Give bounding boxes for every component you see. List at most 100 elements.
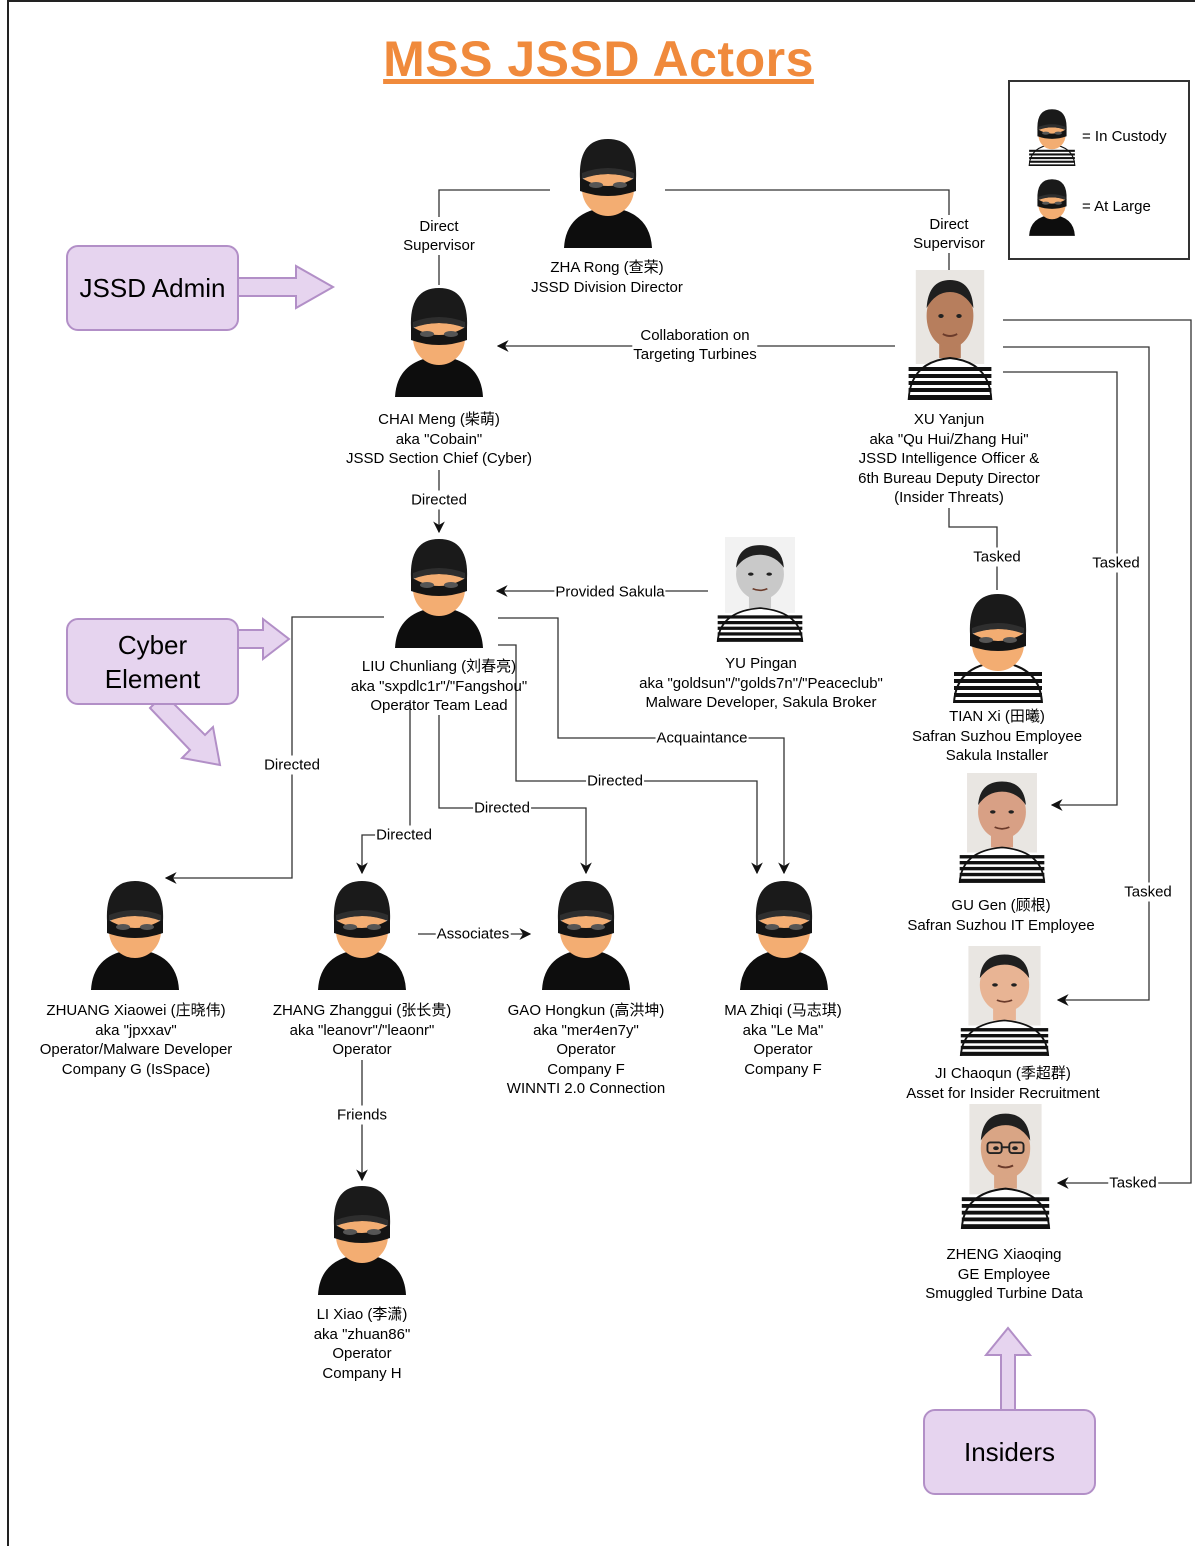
person-gao-line: Operator <box>556 1041 616 1058</box>
figure-ma <box>734 875 834 995</box>
person-gao-line: WINNTI 2.0 Connection <box>506 1080 666 1097</box>
edge-label-zha-chai: Direct Supervisor <box>402 217 476 255</box>
person-ma-line: Company F <box>744 1060 822 1078</box>
edge-label-zha-xu: Direct Supervisor <box>912 215 986 253</box>
label-zha: ZHA Rong (查荣)JSSD Division Director <box>531 258 683 297</box>
label-chai: CHAI Meng (柴萌) aka "Cobain" JSSD Section C… <box>346 410 532 469</box>
edge-label-xu-zheng: Tasked <box>1108 1173 1158 1193</box>
legend-in-custody-icon <box>1026 106 1078 171</box>
figure-zha <box>558 133 658 253</box>
person-yu-line: aka "goldsun"/"golds7n"/"Peaceclub" <box>639 674 883 692</box>
person-chai-line: CHAI Meng (柴萌) <box>378 411 500 428</box>
person-ma-line: aka "Le Ma" <box>742 1021 824 1039</box>
person-ma-line: MA Zhiqi (马志琪) <box>724 1002 842 1019</box>
person-zhuang-line: ZHUANG Xiaowei (庄晓伟) <box>46 1002 226 1019</box>
person-xu-line: XU Yanjun <box>913 411 985 428</box>
edge-xu-gu <box>1003 371 1118 811</box>
person-zheng-line: GE Employee <box>957 1265 1051 1283</box>
person-zhuang-line: aka "jpxxav" <box>95 1021 177 1039</box>
person-tian-line: Safran Suzhou Employee <box>911 727 1083 745</box>
person-gao-line: Company F <box>547 1060 625 1078</box>
edge-label-liu-zhuang: Directed <box>263 755 321 775</box>
edge-liu-ma-directed <box>498 644 763 875</box>
insiders-callout: Insiders <box>923 1409 1096 1495</box>
person-gu-line: GU Gen (顾根) <box>951 897 1051 914</box>
person-gao-line: GAO Hongkun (高洪坤) <box>507 1002 665 1019</box>
person-zhuang-line: Operator/Malware Developer <box>39 1041 233 1058</box>
figure-li <box>312 1180 412 1300</box>
label-gu: GU Gen (顾根) Safran Suzhou IT Employee <box>907 896 1094 935</box>
label-yu: YU Pingan aka "goldsun"/"golds7n"/"Peacec… <box>639 654 883 713</box>
figure-zhang <box>312 875 412 995</box>
legend-in-custody-label: = In Custody <box>1082 128 1167 145</box>
person-zhang-line: ZHANG Zhanggui (张长贵) <box>272 1002 452 1019</box>
label-zhuang: ZHUANG Xiaowei (庄晓伟) aka "jpxxav" Operator… <box>40 1001 233 1079</box>
edge-label-xu-chai: Collaboration on Targeting Turbines <box>632 326 758 364</box>
person-zheng-line: ZHENG Xiaoqing <box>946 1246 1062 1263</box>
person-zheng-line: Smuggled Turbine Data <box>925 1285 1083 1302</box>
person-tian-line: TIAN Xi (田曦) <box>949 708 1045 725</box>
edge-label-yu-liu: Provided Sakula <box>554 582 666 602</box>
person-xu-line: aka "Qu Hui/Zhang Hui" <box>869 430 1029 448</box>
page-title: MSS JSSD Actors <box>383 31 814 87</box>
photo-xu <box>905 270 995 400</box>
edge-label-zhang-li: Friends <box>335 1105 389 1125</box>
person-li-line: Company H <box>322 1364 402 1382</box>
person-ma-line: Operator <box>753 1041 813 1058</box>
person-xu-line: JSSD Intelligence Officer & <box>858 450 1040 467</box>
person-yu-line: Malware Developer, Sakula Broker <box>645 694 877 711</box>
photo-zheng <box>958 1104 1053 1229</box>
label-xu: XU Yanjun aka "Qu Hui/Zhang Hui" JSSD Inte… <box>858 410 1040 508</box>
person-zhuang-line: Company G (IsSpace) <box>61 1060 211 1078</box>
person-liu-line: LIU Chunliang (刘春亮) <box>361 658 517 675</box>
figure-chai <box>389 282 489 402</box>
edge-liu-ma-acq <box>498 617 790 875</box>
person-li-line: aka "zhuan86" <box>313 1325 411 1343</box>
person-zhang-line: aka "leanovr"/"leaonr" <box>289 1021 435 1039</box>
person-liu-line: aka "sxpdlc1r"/"Fangshou" <box>350 677 528 695</box>
edge-label-liu-gao: Directed <box>473 798 531 818</box>
edge-label-liu-zhang: Directed <box>375 825 433 845</box>
jssd-admin-arrow <box>235 264 336 310</box>
person-yu-line: YU Pingan <box>725 655 797 672</box>
person-zhang-line: Operator <box>332 1041 392 1058</box>
person-ji-line: JI Chaoqun (季超群) <box>935 1065 1071 1082</box>
legend-at-large-label: = At Large <box>1082 198 1151 215</box>
photo-yu <box>714 537 806 642</box>
figure-liu <box>389 533 489 653</box>
person-chai-line: aka "Cobain" <box>395 430 483 448</box>
edge-label-liu-ma-acq: Acquaintance <box>655 728 749 748</box>
edge-liu-gao <box>438 715 592 875</box>
edge-label-xu-gu: Tasked <box>1091 553 1141 573</box>
person-xu-line: 6th Bureau Deputy Director <box>858 469 1040 487</box>
jssd-admin-callout: JSSD Admin <box>66 245 239 331</box>
person-gu-line: Safran Suzhou IT Employee <box>907 916 1095 934</box>
cyber-element-callout: Cyber Element <box>66 618 239 705</box>
person-li-line: LI Xiao (李潇) <box>316 1306 408 1323</box>
figure-gao <box>536 875 636 995</box>
edge-liu-zhuang <box>164 616 384 884</box>
person-zha-line: JSSD Division Director <box>531 278 683 296</box>
edge-xu-ji <box>1003 346 1150 1006</box>
label-liu: LIU Chunliang (刘春亮) aka "sxpdlc1r"/"Fangs… <box>351 657 527 716</box>
person-liu-line: Operator Team Lead <box>370 697 508 714</box>
person-xu-line: (Insider Threats) <box>894 489 1004 506</box>
figure-tian <box>948 588 1048 708</box>
diagram-frame <box>7 0 1195 1546</box>
person-gao-line: aka "mer4en7y" <box>533 1021 639 1039</box>
photo-ji <box>957 946 1052 1056</box>
insiders-arrow-up <box>983 1326 1033 1411</box>
photo-gu <box>956 773 1048 883</box>
figure-zhuang <box>85 875 185 995</box>
cyber-element-arrow-right <box>235 616 291 662</box>
legend: = In Custody = At Large <box>1008 80 1190 260</box>
edge-label-xu-tian: Tasked <box>972 547 1022 567</box>
person-chai-line: JSSD Section Chief (Cyber) <box>346 450 532 467</box>
edge-label-xu-ji: Tasked <box>1123 882 1173 902</box>
edge-zha-xu <box>665 189 950 272</box>
